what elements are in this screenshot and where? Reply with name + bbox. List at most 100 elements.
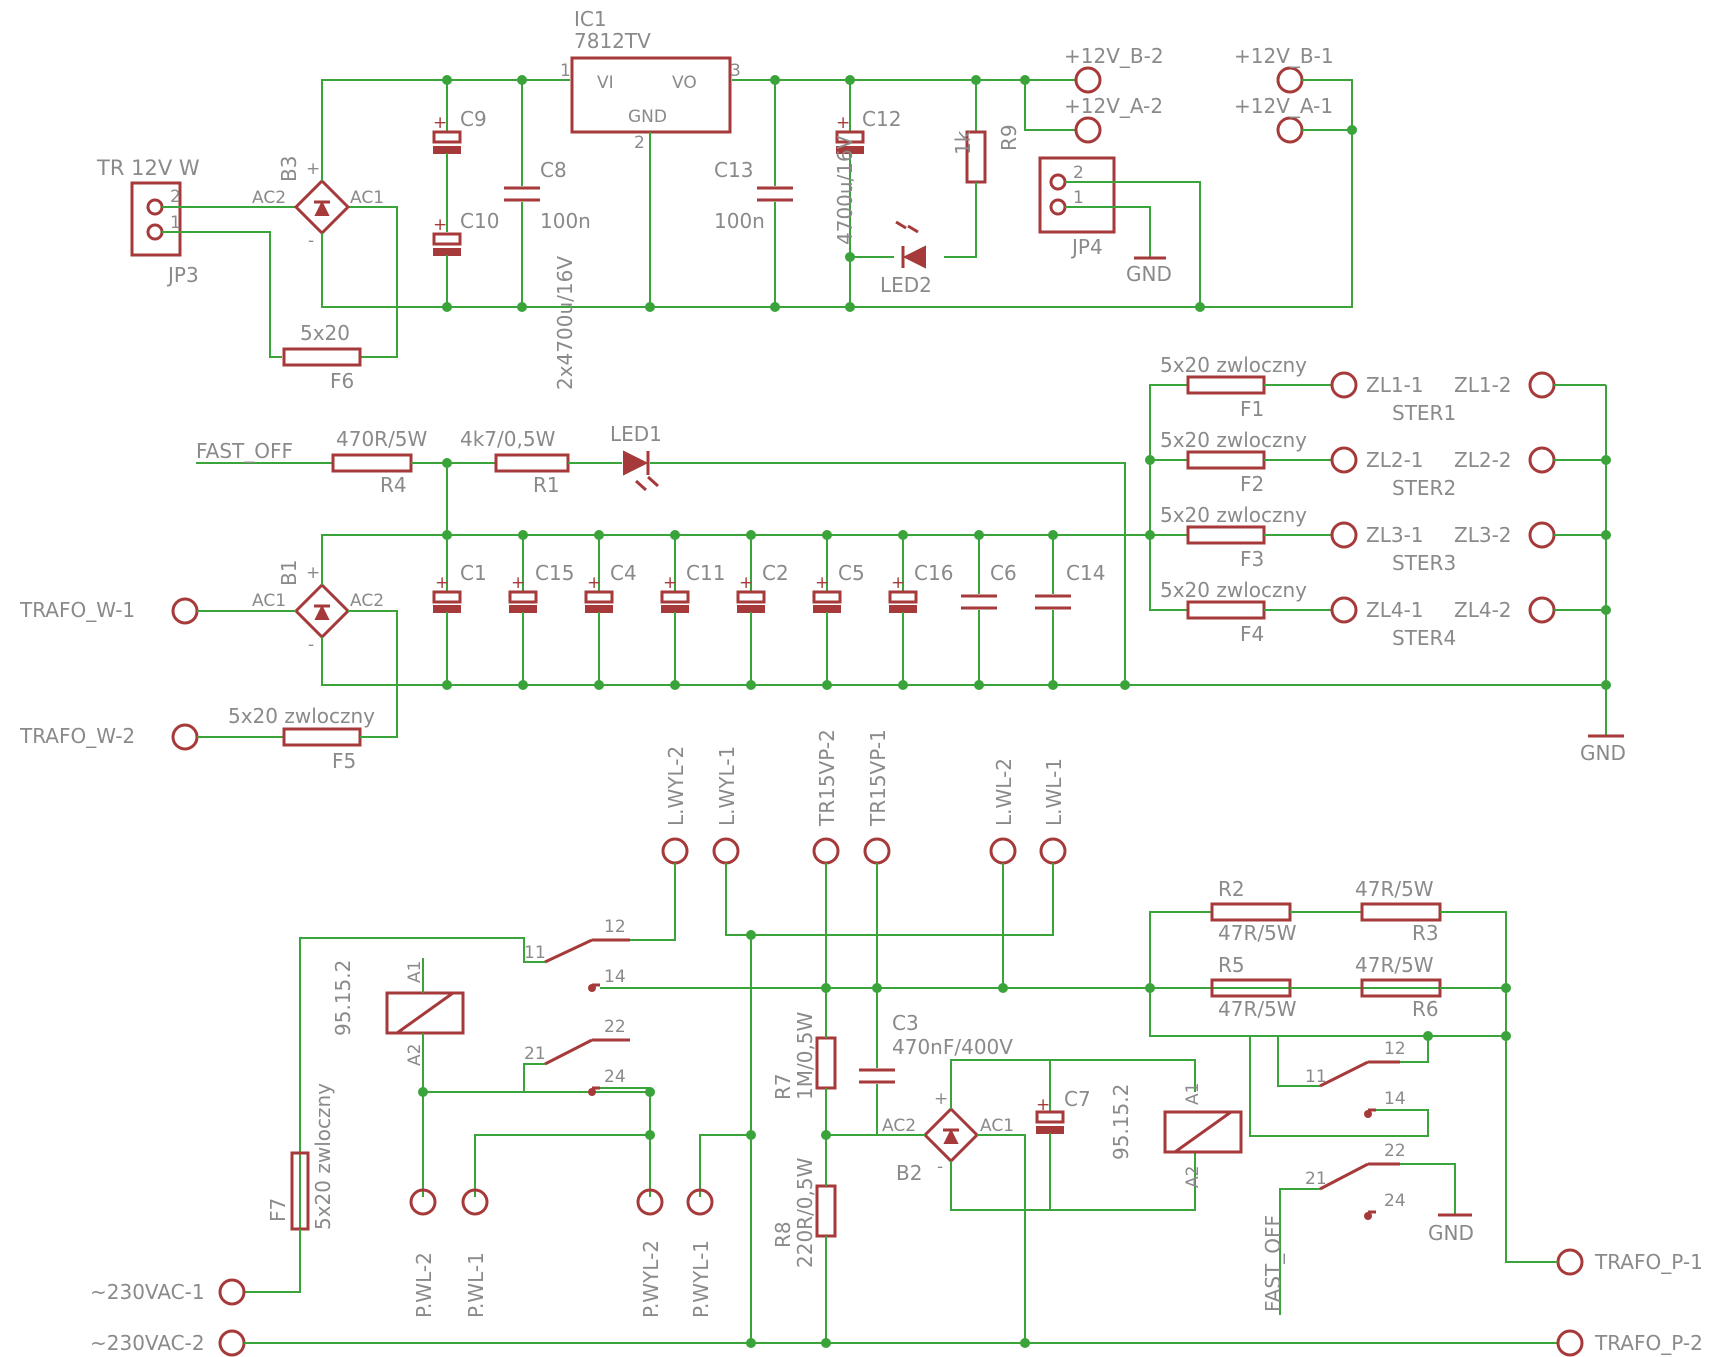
relay1-c24: 24 xyxy=(604,1067,626,1087)
junctions-bottom xyxy=(418,930,1511,1348)
c3-value: 470nF/400V xyxy=(892,1035,1013,1059)
r6-label: R6 xyxy=(1412,997,1439,1021)
zl2-ster: STER2 xyxy=(1392,476,1456,500)
relay1-type: 95.15.2 xyxy=(331,960,355,1036)
jp3-pin2: 2 xyxy=(170,187,181,207)
c4-label: C4 xyxy=(610,561,637,585)
junctions-zl xyxy=(1145,455,1611,615)
c13-label: C13 xyxy=(714,158,753,182)
relay2-c21: 21 xyxy=(1305,1169,1327,1189)
trafo-p2-pad xyxy=(1556,1329,1584,1357)
conn-pwl1: P.WL-1 xyxy=(464,1252,488,1318)
c5-label: C5 xyxy=(838,561,865,585)
cap-c8: C8 100n xyxy=(504,80,591,307)
r6-value: 47R/5W xyxy=(1355,953,1434,977)
out-12v-b1: +12V_B-1 xyxy=(1234,44,1334,68)
zl-row-3: 5x20 zwloczny F3 ZL3-1 ZL3-2 STER3 xyxy=(1150,503,1606,575)
relay2-c11: 11 xyxy=(1305,1067,1327,1087)
junctions-top xyxy=(442,75,1357,312)
ic1-pin2: 2 xyxy=(634,133,645,153)
conn-tr15vp1: TR15VP-1 xyxy=(866,729,890,827)
c10-label: C10 xyxy=(460,209,499,233)
outputs-12v: +12V_B-2 +12V_A-2 +12V_B-1 +12V_A-1 xyxy=(1020,44,1353,144)
zl3-left: ZL3-1 xyxy=(1366,523,1424,547)
zl4-fuse: F4 xyxy=(1240,622,1264,646)
r8-label: R8 xyxy=(771,1221,795,1248)
ic1-vo: VO xyxy=(672,73,697,93)
out-12v-b2: +12V_B-2 xyxy=(1064,44,1164,68)
svg-text:+: + xyxy=(663,573,677,593)
relay1-c12: 12 xyxy=(604,917,626,937)
zl1-right: ZL1-2 xyxy=(1454,373,1512,397)
ic1-label: IC1 xyxy=(574,7,607,31)
led2: LED2 xyxy=(850,220,932,297)
r5-value: 47R/5W xyxy=(1218,997,1297,1021)
regulator-section: TR 12V W 2 1 JP3 B3 AC2 AC1 + - 5x20 F6 … xyxy=(96,7,1357,393)
zl4-ster: STER4 xyxy=(1392,626,1456,650)
svg-text:+: + xyxy=(815,573,829,593)
c14-label: C14 xyxy=(1066,561,1105,585)
b1-ac2: AC2 xyxy=(350,591,384,611)
cap-c6: C6 xyxy=(961,535,1017,685)
zl3-fuse: F3 xyxy=(1240,547,1264,571)
c1-label: C1 xyxy=(460,561,487,585)
r5-label: R5 xyxy=(1218,953,1245,977)
r7-value: 1M/0,5W xyxy=(793,1011,817,1100)
relay-1: A1 A2 95.15.2 11 12 14 21 22 24 xyxy=(299,863,1506,1233)
b1-plus: + xyxy=(306,563,320,583)
f5-value: 5x20 zwloczny xyxy=(228,704,375,728)
b3-label: B3 xyxy=(277,156,301,182)
cap-c14: C14 xyxy=(1035,535,1105,685)
zl3-right: ZL3-2 xyxy=(1454,523,1512,547)
c8-label: C8 xyxy=(540,158,567,182)
r7-label: R7 xyxy=(771,1073,795,1100)
relay1-c14: 14 xyxy=(604,967,626,987)
junctions-bank xyxy=(442,530,1611,690)
zl-outputs: 5x20 zwloczny F1 ZL1-1 ZL1-2 STER1 5x20 … xyxy=(1149,353,1606,650)
trafo-p1-pad xyxy=(1556,1248,1584,1276)
cap-c10: + C10 xyxy=(432,209,499,307)
relay2-c12: 12 xyxy=(1384,1039,1406,1059)
r3-label: R3 xyxy=(1412,921,1439,945)
mains-relay-section: L.WYL-2 L.WYL-1 TR15VP-2 TR15VP-1 L.WL-2… xyxy=(90,729,1703,1357)
ic1-pin3: 3 xyxy=(730,61,741,81)
relay1-c11: 11 xyxy=(524,943,546,963)
gnd-main: GND xyxy=(1580,741,1626,765)
conn-lwl1: L.WL-1 xyxy=(1042,758,1066,826)
c3-label: C3 xyxy=(892,1011,919,1035)
resistor-network: R2 47R/5W 47R/5W R3 R5 47R/5W 47R/5W R6 xyxy=(1149,877,1558,1263)
zl1-fuse-value: 5x20 zwloczny xyxy=(1160,353,1307,377)
b2-minus: - xyxy=(937,1157,943,1177)
zl1-ster: STER1 xyxy=(1392,401,1456,425)
gnd-relay: GND xyxy=(1428,1221,1474,1245)
b3-minus: - xyxy=(308,231,314,251)
r8-value: 220R/0,5W xyxy=(793,1157,817,1268)
c7-label: C7 xyxy=(1064,1087,1091,1111)
trafo-w2-pad xyxy=(171,723,199,751)
r4-value: 470R/5W xyxy=(336,427,428,451)
zl2-fuse: F2 xyxy=(1240,472,1264,496)
f6-label: F6 xyxy=(330,369,354,393)
fast-off-net: FAST_OFF xyxy=(196,439,293,463)
bridge-b2: B2 AC2 AC1 + - xyxy=(882,1089,1014,1185)
conn-lwl2: L.WL-2 xyxy=(992,758,1016,826)
mains2-pad xyxy=(218,1329,246,1357)
c2-label: C2 xyxy=(762,561,789,585)
b3-ac-left: AC2 xyxy=(252,188,286,208)
b2-label: B2 xyxy=(896,1161,922,1185)
out-12v-a1: +12V_A-1 xyxy=(1234,94,1333,118)
zl3-ster: STER3 xyxy=(1392,551,1456,575)
ic1-pin1: 1 xyxy=(560,61,571,81)
r9-label: R9 xyxy=(997,124,1021,151)
zl4-right: ZL4-2 xyxy=(1454,598,1512,622)
svg-text:+: + xyxy=(739,573,753,593)
r3-value: 47R/5W xyxy=(1355,877,1434,901)
fuse-f6: 5x20 F6 xyxy=(282,321,362,393)
zl3-fuse-value: 5x20 zwloczny xyxy=(1160,503,1307,527)
jp3-label: JP3 xyxy=(166,263,199,287)
c9-c10-value: 2x4700u/16V xyxy=(553,256,577,390)
c16-label: C16 xyxy=(914,561,953,585)
r1-label: R1 xyxy=(533,473,560,497)
b2-ac1: AC1 xyxy=(980,1116,1014,1136)
